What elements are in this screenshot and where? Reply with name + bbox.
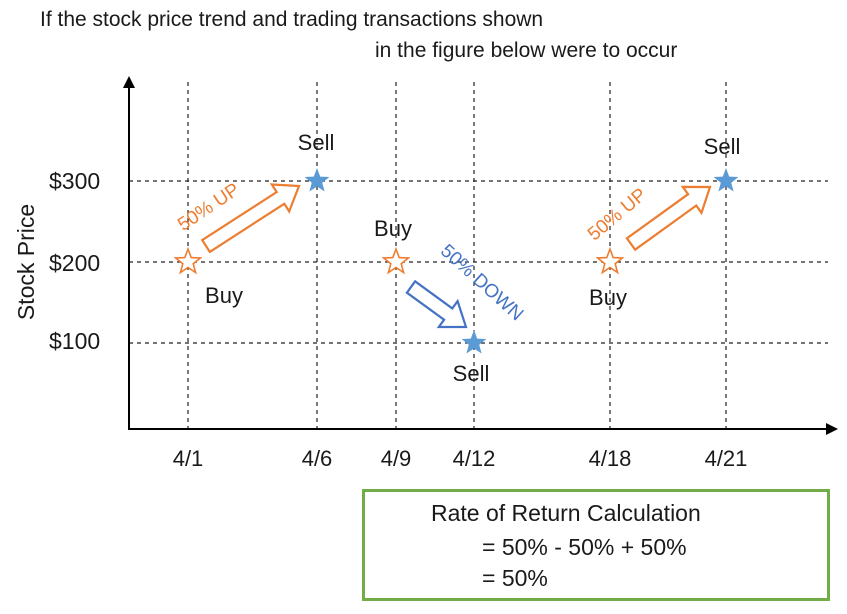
sell-star-icon — [461, 330, 487, 354]
x-tick-4-1: 4/1 — [173, 446, 204, 471]
trend-arrows — [200, 183, 712, 329]
calc-line-2: = 50% — [482, 565, 548, 591]
up-arrow-icon — [625, 185, 712, 252]
title-line-2: in the figure below were to occur — [375, 39, 678, 62]
down-arrow-icon — [405, 279, 468, 329]
x-tick-4-12: 4/12 — [453, 446, 496, 471]
calc-line-1: = 50% - 50% + 50% — [482, 534, 687, 560]
y-tick-300: $300 — [49, 168, 100, 194]
rate-of-return-box: Rate of Return Calculation = 50% - 50% +… — [362, 489, 830, 601]
sell-star-icon — [713, 168, 739, 192]
x-tick-4-21: 4/21 — [705, 446, 748, 471]
grid-lines — [129, 82, 828, 429]
trade-label-buy-4-18: Buy — [589, 285, 627, 310]
trade-label-sell-4-12: Sell — [453, 361, 490, 386]
trade-markers — [173, 168, 739, 354]
x-tick-4-9: 4/9 — [381, 446, 412, 471]
calc-title: Rate of Return Calculation — [431, 500, 701, 526]
buy-star-icon — [381, 246, 411, 275]
up-arrow-icon — [200, 183, 301, 254]
trade-label-buy-4-9: Buy — [374, 216, 412, 241]
y-tick-100: $100 — [49, 328, 100, 354]
y-axis-label: Stock Price — [13, 204, 39, 320]
title-line-1: If the stock price trend and trading tra… — [40, 8, 544, 31]
x-tick-4-18: 4/18 — [589, 446, 632, 471]
y-tick-200: $200 — [49, 250, 100, 276]
x-tick-4-6: 4/6 — [302, 446, 333, 471]
trade-label-buy-4-1: Buy — [205, 283, 243, 308]
sell-star-icon — [304, 168, 330, 192]
trade-label-sell-4-21: Sell — [704, 134, 741, 159]
buy-star-icon — [595, 246, 625, 275]
trade-label-sell-4-6: Sell — [298, 130, 335, 155]
buy-star-icon — [173, 246, 203, 275]
